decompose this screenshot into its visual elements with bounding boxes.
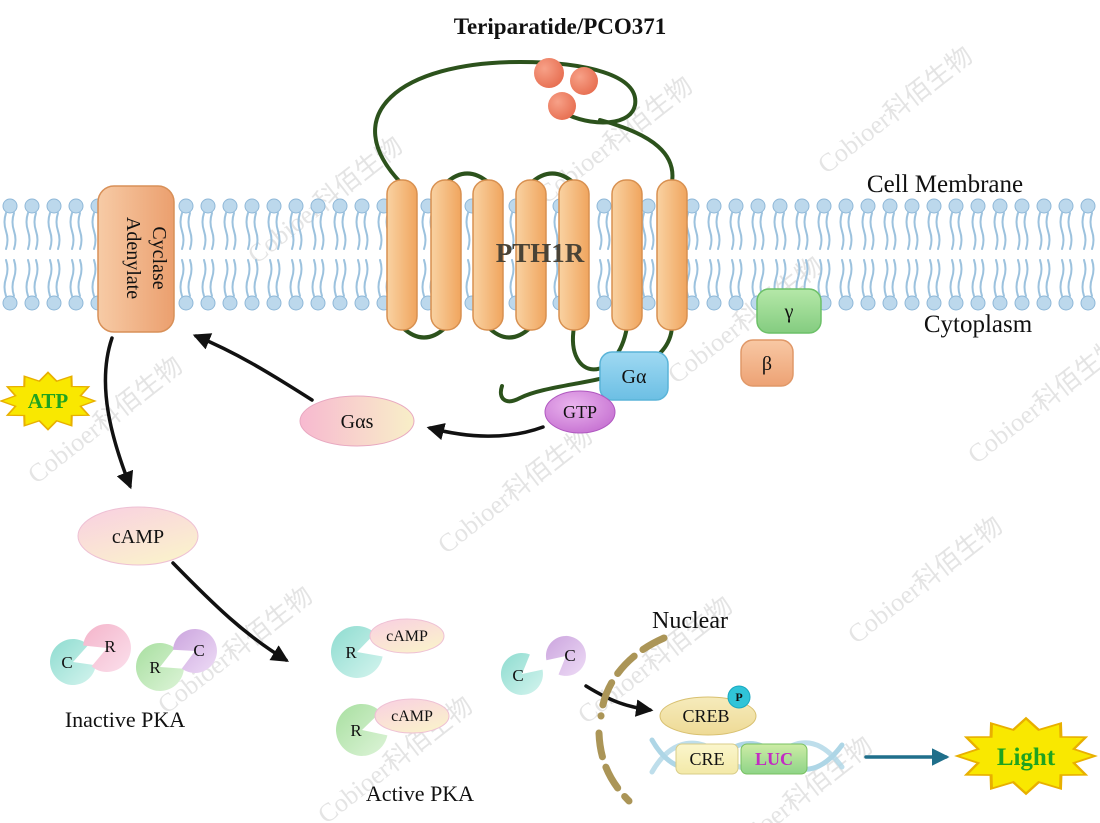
gtp-label: GTP [563, 402, 597, 422]
atp-label: ATP [28, 389, 69, 413]
phosphate-group [727, 685, 751, 709]
arrow-gtp-to-gas [426, 423, 545, 441]
helix-6 [611, 179, 643, 331]
arrow-gas-to-ac [192, 333, 314, 402]
pth1r-helices [386, 179, 688, 331]
c-subunit-shape [545, 635, 586, 676]
adenylate-cyclase-label-line1: Adenylate [122, 217, 144, 299]
r-subunit-label: R [104, 637, 116, 656]
cytoplasm-label: Cytoplasm [924, 311, 1033, 338]
arrow-c-to-creb [584, 684, 654, 717]
camp-bound-label: cAMP [391, 708, 433, 725]
helix-5 [558, 179, 590, 331]
camp-bound [374, 698, 450, 734]
inactive-pka: C R R C Inactive PKA [50, 623, 217, 732]
r-subunit-shape [335, 703, 388, 756]
ligand-teriparatide [534, 58, 598, 120]
g-beta-label: β [762, 353, 772, 375]
active-pka-label: Active PKA [366, 781, 474, 806]
camp-molecule [77, 506, 199, 566]
camp-label: cAMP [112, 526, 164, 548]
arrow-camp-to-pka [171, 561, 289, 662]
cre-element [675, 743, 739, 775]
free-c-subunits: C C [500, 635, 586, 695]
creb-label: CREB [682, 706, 729, 726]
diagram-title: Teriparatide/PCO371 [454, 14, 667, 39]
g-alpha-label: Gα [622, 366, 647, 388]
nuclear-envelope [597, 634, 668, 720]
g-alpha-s-label: Gαs [341, 411, 374, 433]
nuclear-envelope [595, 729, 633, 805]
r-subunit-shape [135, 642, 184, 691]
creb-protein [659, 696, 757, 736]
signal-arrows [103, 333, 654, 717]
helix-7 [656, 179, 688, 331]
nuclear-label: Nuclear [652, 608, 728, 634]
g-beta-subunit [740, 339, 794, 387]
g-gamma-subunit [756, 288, 822, 334]
phosphate-label: P [735, 690, 742, 704]
r-subunit-label: R [345, 643, 357, 662]
cre-label: CRE [689, 749, 724, 769]
r-subunit-label: R [350, 721, 362, 740]
helix-1 [386, 179, 418, 331]
cell-membrane-label: Cell Membrane [867, 171, 1023, 198]
arrow-ac-to-camp [103, 336, 134, 490]
c-subunit-shape [500, 652, 543, 695]
adenylate-cyclase-label-line2: Cyclase [148, 226, 170, 289]
camp-bound-label: cAMP [386, 628, 428, 645]
light-label: Light [997, 744, 1056, 771]
c-subunit-label: C [193, 641, 204, 660]
ligand-ball [570, 67, 598, 95]
g-alpha-s [299, 395, 415, 447]
luc-reporter [740, 743, 808, 775]
pth1r-label: PTH1R [496, 238, 585, 268]
c-subunit-label: C [564, 646, 575, 665]
active-pka: R cAMP R cAMP Active PKA [330, 618, 474, 806]
c-subunit-shape [50, 639, 96, 686]
helix-3 [472, 179, 504, 331]
g-gamma-label: γ [784, 301, 794, 323]
c-subunit-shape [173, 628, 217, 673]
c-subunit-label: C [61, 653, 72, 672]
r-subunit-label: R [149, 658, 161, 677]
r-subunit-shape [330, 625, 383, 678]
adenylate-cyclase [97, 185, 175, 333]
inactive-pka-label: Inactive PKA [65, 707, 185, 732]
ligand-ball [534, 58, 564, 88]
ligand-ball [548, 92, 576, 120]
helix-4 [515, 179, 547, 331]
c-subunit-label: C [512, 666, 523, 685]
luc-label: LUC [755, 749, 793, 769]
r-subunit-shape [83, 623, 131, 672]
helix-2 [430, 179, 462, 331]
camp-bound [369, 618, 445, 654]
g-alpha-subunit [599, 351, 669, 401]
gtp-molecule [544, 390, 616, 434]
